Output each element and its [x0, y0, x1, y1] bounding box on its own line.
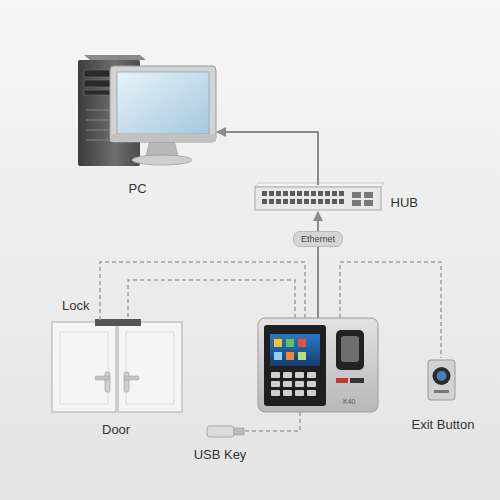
pc-illustration	[78, 55, 216, 166]
exit-button-node: Exit Button	[408, 358, 478, 432]
node-label: HUB	[391, 195, 418, 210]
computer-node: PC	[70, 50, 217, 196]
terminal-node: K40	[257, 318, 378, 412]
node-label: K40	[343, 398, 355, 405]
usb-key-illustration	[207, 426, 244, 437]
hub-node: HUB	[255, 185, 420, 212]
signal-wire	[340, 262, 441, 358]
signal-wire	[128, 280, 295, 320]
node-label: USB Key	[185, 447, 255, 462]
signal-wire	[100, 262, 305, 320]
connector-label: Ethernet	[293, 231, 343, 247]
network-cable	[217, 132, 318, 185]
network-cable	[317, 212, 319, 318]
exit-button-illustration	[428, 360, 455, 400]
node-label: Lock	[62, 298, 89, 313]
lock-bar	[95, 319, 141, 326]
node-label: PC	[70, 181, 205, 196]
door-illustration	[52, 319, 182, 412]
node-label: Exit Button	[398, 417, 488, 432]
signal-wire	[245, 412, 300, 431]
usb-key-node: USB Key	[195, 422, 245, 462]
terminal-illustration	[258, 318, 378, 412]
door-node: LockDoor	[50, 320, 183, 412]
hub-illustration	[255, 183, 384, 210]
node-label: Door	[102, 422, 130, 437]
